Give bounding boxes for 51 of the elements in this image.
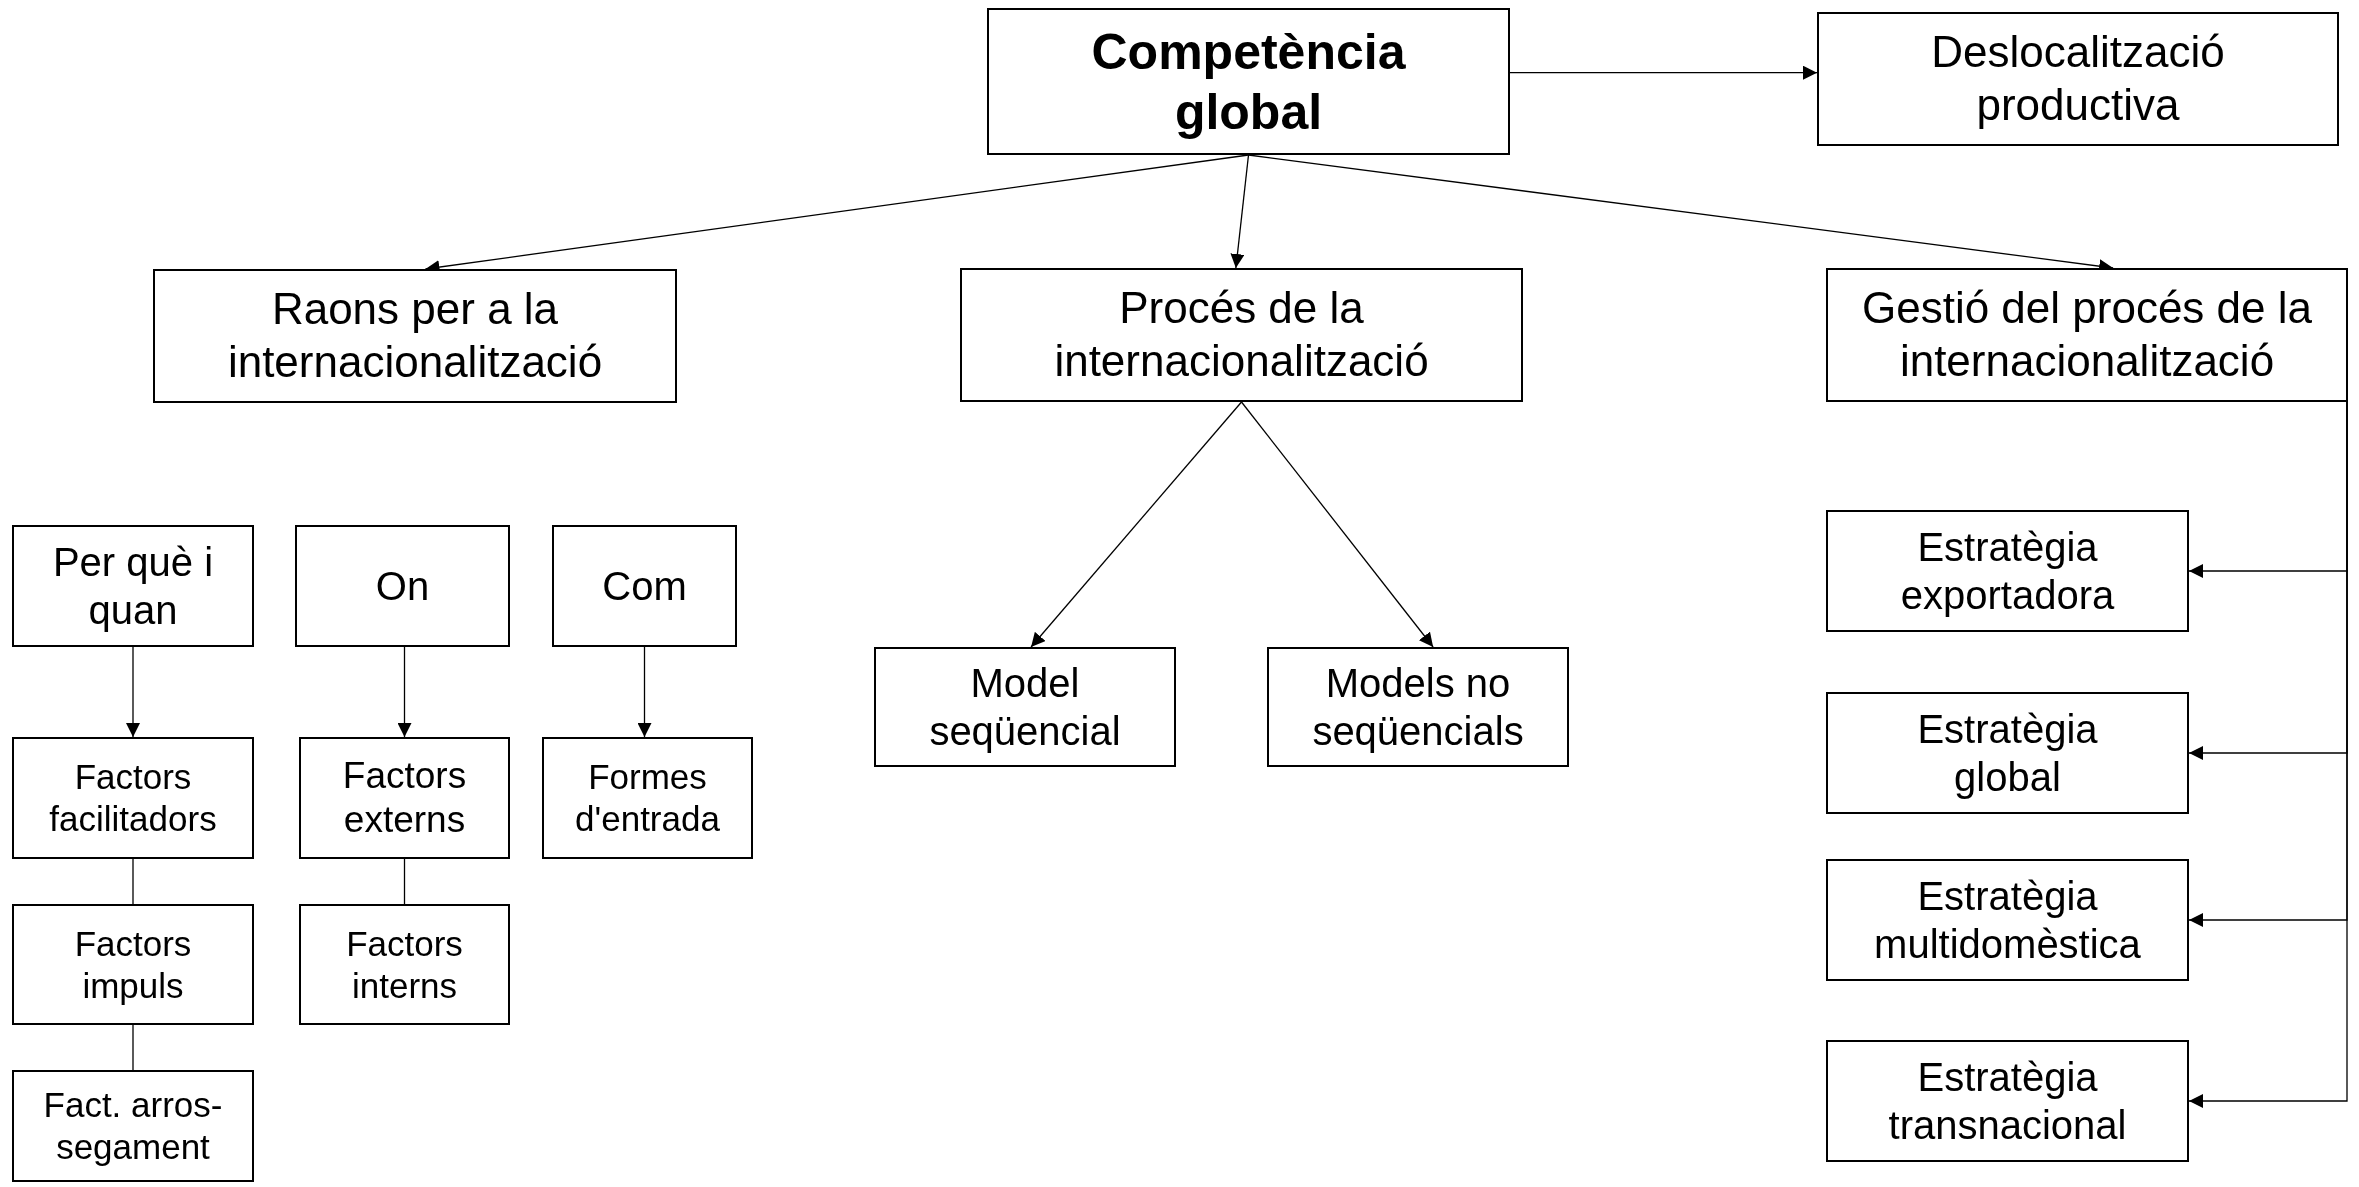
- concept-box: [1826, 1040, 2189, 1162]
- concept-box: [874, 647, 1176, 767]
- concept-box: [12, 525, 254, 647]
- concept-box: [542, 737, 753, 859]
- box-label: Raons per a la internacionalització: [226, 283, 604, 388]
- box-label: Models no seqüencials: [1311, 660, 1525, 755]
- concept-box: [1826, 268, 2348, 402]
- concept-box: [1826, 510, 2189, 632]
- box-label: Deslocalització productiva: [1930, 26, 2226, 131]
- box-label: Estratègia exportadora: [1899, 524, 2116, 619]
- box-label: Estratègia transnacional: [1888, 1054, 2127, 1149]
- arrow: [1509, 65, 1818, 80]
- box-label: Factors interns: [345, 922, 464, 1007]
- box-label: Procés de la internacionalització: [1053, 282, 1430, 387]
- concept-box: [1267, 647, 1569, 767]
- box-label: Estratègia multidomèstica: [1873, 873, 2142, 968]
- box-label: Competència global: [1090, 22, 1407, 142]
- concept-box: [987, 8, 1510, 155]
- connector-line: [403, 858, 406, 905]
- box-label: On: [375, 563, 430, 610]
- box-label: Gestió del procés de la internacionalització: [1860, 282, 2313, 387]
- arrow: [1240, 401, 1434, 648]
- connector-line: [132, 1024, 134, 1071]
- concept-box: [299, 737, 510, 859]
- concept-box: [12, 737, 254, 859]
- concept-box: [552, 525, 737, 647]
- arrow: [2188, 401, 2348, 1108]
- concept-box: [299, 904, 510, 1025]
- concept-box: [12, 904, 254, 1025]
- box-label: Estratègia global: [1916, 706, 2099, 801]
- concept-box: [153, 269, 677, 403]
- concept-box: [1826, 859, 2189, 981]
- concept-box: [12, 1070, 254, 1182]
- box-label: Per què i quan: [51, 539, 215, 634]
- connector-line: [132, 858, 134, 905]
- arrow: [1230, 154, 1250, 269]
- arrow: [637, 646, 652, 738]
- box-label: Factors externs: [341, 753, 468, 842]
- box-label: Model seqüencial: [928, 660, 1122, 755]
- box-label: Formes d'entrada: [574, 756, 721, 840]
- concept-box: [1826, 692, 2189, 814]
- arrow: [1030, 401, 1243, 648]
- concept-box: [295, 525, 510, 647]
- box-label: Fact. arros-segament: [42, 1084, 224, 1168]
- arrow: [126, 646, 140, 738]
- box-label: Com: [602, 563, 687, 610]
- box-label: Factors facilitadors: [48, 756, 218, 840]
- concept-box: [1817, 12, 2339, 146]
- concept-box: [960, 268, 1523, 402]
- box-label: Factors impuls: [73, 922, 193, 1007]
- arrow: [397, 646, 412, 738]
